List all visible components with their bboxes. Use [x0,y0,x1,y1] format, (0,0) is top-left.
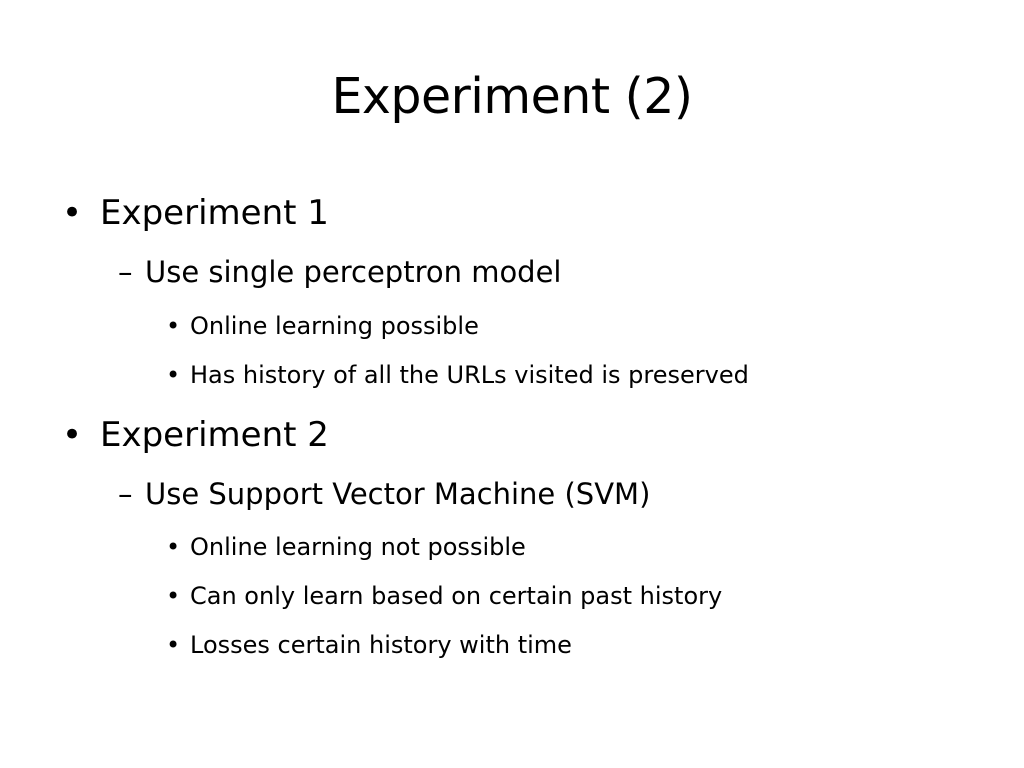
bullet-marker: • [166,361,181,389]
list-item-label: Use single perceptron model [145,255,562,289]
bullet-marker: • [62,415,83,455]
slide-title: Experiment (2) [331,68,693,125]
list-item-label: Online learning possible [190,312,479,340]
list-item-label: Can only learn based on certain past his… [190,582,723,610]
list-item-label: Experiment 1 [100,193,329,233]
list-item-label: Has history of all the URLs visited is p… [190,361,749,389]
bullet-marker: • [166,312,181,340]
list-item-label: Online learning not possible [190,533,526,561]
bullet-marker: • [62,193,83,233]
list-item-label: Experiment 2 [100,415,329,455]
list-item-label: Losses certain history with time [190,631,572,659]
dash-marker: – [118,255,133,289]
dash-marker: – [118,477,133,511]
list-item-label: Use Support Vector Machine (SVM) [145,477,651,511]
bullet-marker: • [166,631,181,659]
bullet-marker: • [166,533,181,561]
bullet-marker: • [166,582,181,610]
